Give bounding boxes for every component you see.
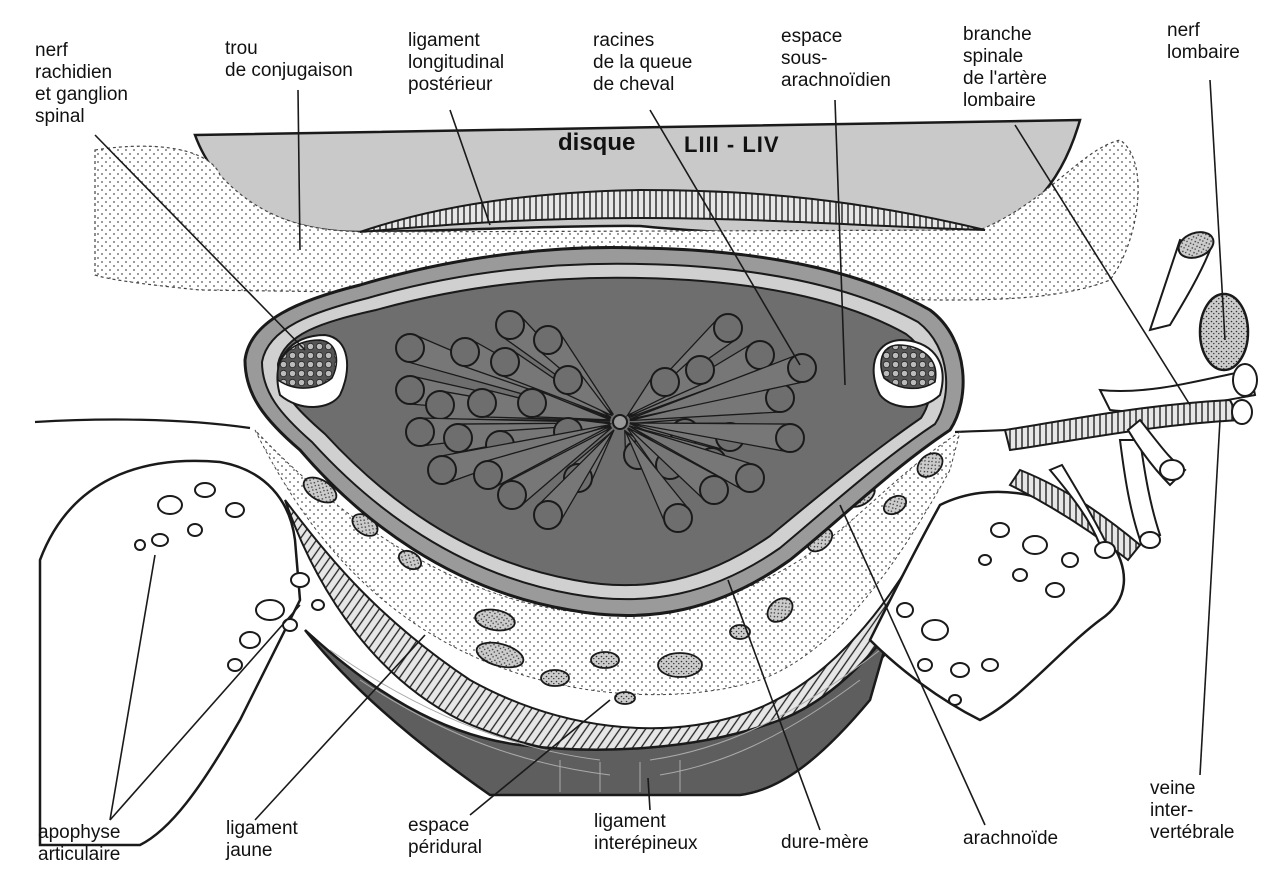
cauda-equina-roots — [395, 310, 817, 533]
nerve-root — [533, 325, 563, 355]
bone-trabeculae-right — [896, 522, 1079, 706]
label-dure-mere: dure-mère — [781, 832, 869, 853]
epidural-veins — [302, 452, 944, 705]
nerve-root — [663, 503, 693, 533]
nerve-root — [395, 333, 425, 363]
nerve-root — [553, 365, 583, 395]
label-ligament-jaune: ligament jaune — [226, 818, 298, 861]
label-veine-intervertebrale: veine inter- vertébrale — [1150, 778, 1235, 843]
nerve-root — [533, 500, 563, 530]
label-apophyse-articulaire: apophyse articulaire — [38, 822, 121, 865]
label-racines: racines de la queue de cheval — [593, 30, 693, 95]
disc-level-label: LIII - LIV — [684, 132, 780, 157]
nerve-root — [735, 463, 765, 493]
nerve-root — [405, 417, 435, 447]
label-espace-peridural: espace péridural — [408, 815, 482, 858]
foramen-outline — [34, 418, 251, 430]
epidural-space — [254, 429, 961, 696]
spinal-ganglion-left — [276, 333, 349, 408]
disc-label: disque — [558, 129, 636, 156]
nerve-root — [699, 475, 729, 505]
epidural-fat-band — [94, 139, 1139, 301]
spinal-ganglion-right — [872, 338, 944, 408]
label-nerf-lombaire: nerf lombaire — [1167, 20, 1240, 63]
lumbar-nerve-and-vessels — [1003, 231, 1258, 562]
interspinous-ligament — [304, 629, 892, 797]
nerve-root — [787, 353, 817, 383]
label-espace-sous-arachnoidien: espace sous- arachnoïdien — [781, 26, 891, 91]
nerve-root — [495, 310, 525, 340]
filum-terminale — [612, 414, 628, 430]
leader-lines — [94, 79, 1226, 831]
bone-trabeculae-left — [134, 482, 325, 672]
nerve-root — [425, 390, 455, 420]
nerve-root — [473, 460, 503, 490]
label-nerf-rachidien: nerf rachidien et ganglion spinal — [35, 40, 128, 127]
nerve-root — [467, 388, 497, 418]
nerve-root — [427, 455, 457, 485]
nerve-root — [490, 347, 520, 377]
nerve-root — [685, 355, 715, 385]
label-branche-spinale: branche spinale de l'artère lombaire — [963, 24, 1047, 111]
nerve-root — [497, 480, 527, 510]
intervertebral-disc — [193, 118, 1082, 239]
nerve-root — [450, 337, 480, 367]
interspinous-fibers — [329, 649, 881, 792]
nerve-root — [650, 367, 680, 397]
nerve-root — [775, 423, 805, 453]
articular-process-left — [38, 459, 302, 847]
nerve-root — [517, 388, 547, 418]
nerve-root — [713, 313, 743, 343]
nerve-root — [395, 375, 425, 405]
label-ligament-interepineux: ligament interépineux — [594, 811, 698, 854]
label-trou-conjugaison: trou de conjugaison — [225, 38, 353, 81]
nerve-root — [443, 423, 473, 453]
label-ligament-longitudinal: ligament longitudinal postérieur — [408, 30, 505, 95]
posterior-longitudinal-ligament — [359, 188, 986, 233]
label-arachnoide: arachnoïde — [963, 828, 1059, 849]
